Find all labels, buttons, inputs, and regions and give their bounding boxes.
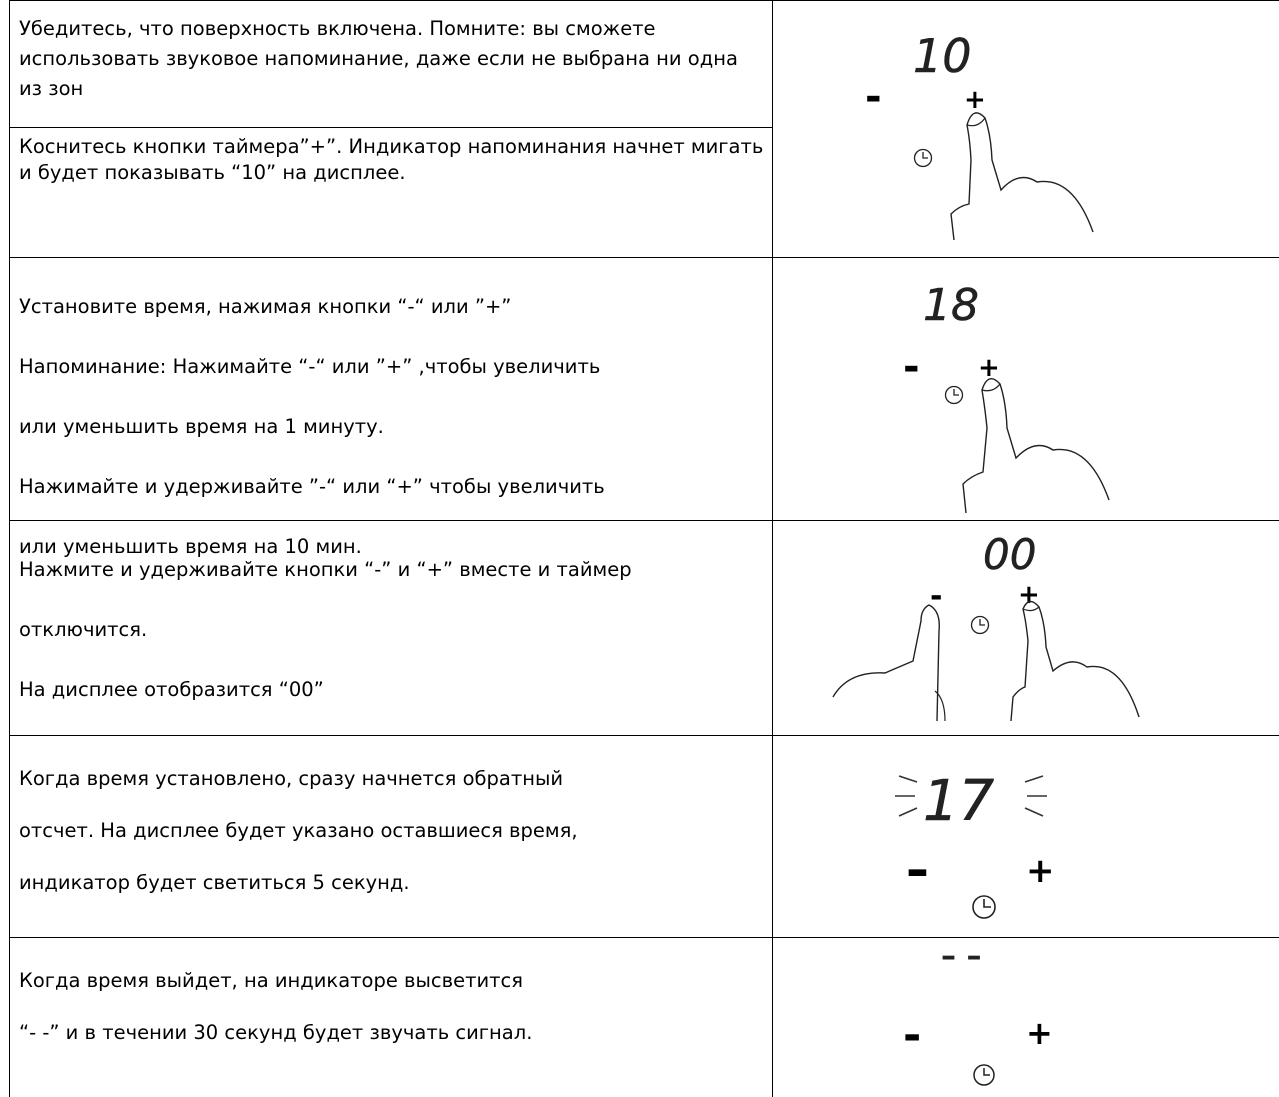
minus-button: -	[903, 1010, 921, 1061]
row-divider	[9, 257, 1279, 258]
text-line: индикатор будет светиться 5 секунд.	[19, 871, 410, 894]
step3-figure: 00 - +	[832, 530, 1140, 722]
text-line: “- -” и в течении 30 секунд будет звучат…	[19, 1021, 533, 1044]
step5-figure: – – - +	[903, 939, 1053, 1086]
clock-icon	[970, 615, 990, 635]
clock-icon	[913, 148, 933, 168]
step1-figure: 10 - +	[865, 29, 1094, 241]
table-frame	[9, 0, 1279, 1097]
row-divider	[9, 937, 1279, 938]
finger-icon	[966, 117, 986, 127]
text-line: Когда время выйдет, на индикаторе высвет…	[19, 969, 523, 992]
step4-figure: 17 - +	[895, 769, 1055, 919]
timer-display: 17	[923, 769, 995, 834]
finger-icon	[962, 378, 1110, 514]
text-line: или уменьшить время на 10 мин.	[19, 535, 362, 558]
finger-icon	[950, 112, 1094, 241]
step1-text-a: Убедитесь, что поверхность включена. Пом…	[19, 17, 738, 100]
text-line: Установите время, нажимая кнопки “-“ или…	[19, 295, 512, 318]
text-line: На дисплее отобразится “00”	[19, 678, 324, 701]
minus-button: -	[906, 844, 930, 897]
text-line: Нажмите и удерживайте кнопки “-” и “+” в…	[19, 558, 632, 581]
clock-icon	[944, 385, 964, 405]
finger-icon	[832, 604, 940, 722]
row-divider	[9, 127, 772, 128]
text-line: Напоминание: Нажимайте “-“ или ”+” ,чтоб…	[19, 355, 601, 378]
text-line: или уменьшить время на 1 минуту.	[19, 415, 384, 438]
step5-text: Когда время выйдет, на индикаторе высвет…	[19, 942, 764, 1072]
minus-button: -	[865, 74, 882, 120]
minus-button: -	[903, 344, 920, 390]
step2-text: Установите время, нажимая кнопки “-“ или…	[19, 262, 764, 592]
text-line: Когда время установлено, сразу начнется …	[19, 767, 564, 790]
step1-text-b: Коснитесь кнопки таймера”+”. Индикатор н…	[19, 135, 764, 184]
plus-button: +	[1018, 580, 1040, 610]
plus-button: +	[1026, 851, 1055, 891]
blink-rays	[895, 775, 1047, 817]
timer-display: – –	[941, 939, 981, 974]
step4-text: Когда время установлено, сразу начнется …	[19, 740, 764, 922]
clock-icon	[972, 895, 996, 919]
minus-button: -	[930, 579, 942, 614]
step2-figure: 18 - +	[903, 280, 1110, 514]
row-divider	[9, 520, 1279, 521]
finger-icon	[981, 383, 1001, 392]
timer-display: 10	[913, 29, 972, 83]
timer-display: 18	[923, 280, 979, 331]
text-line: отсчет. На дисплее будет указано оставши…	[19, 819, 578, 842]
plus-button: +	[964, 85, 986, 115]
text-line: Нажимайте и удерживайте ”-“ или “+” чтоб…	[19, 475, 605, 498]
timer-display: 00	[983, 530, 1036, 579]
finger-icon	[934, 690, 946, 722]
step3-text: Нажмите и удерживайте кнопки “-” и “+” в…	[19, 525, 764, 735]
plus-button: +	[1026, 1014, 1053, 1052]
row-divider	[9, 735, 1279, 736]
text-line: отключится.	[19, 618, 148, 641]
column-divider	[772, 0, 773, 1097]
finger-icon	[1022, 606, 1040, 612]
finger-icon	[1010, 600, 1140, 722]
plus-button: +	[978, 353, 1000, 383]
clock-icon	[973, 1064, 995, 1086]
